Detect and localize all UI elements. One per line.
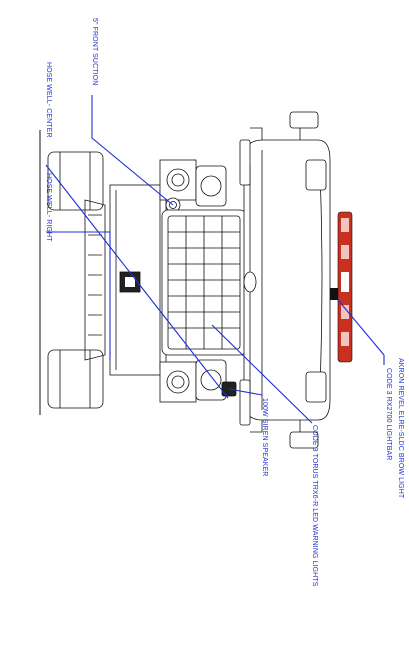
left-hub [159,159,197,201]
brow-light [330,288,338,300]
label-hose-well-right: HOSE WELL- RIGHT [45,173,52,242]
label-brow-light: AKRON REVEL ELRE-SLDC BROW LIGHT [397,358,404,499]
right-hub [159,361,197,403]
label-siren-speaker: 100W SIREN SPEAKER [261,398,268,477]
left-tires [47,151,104,409]
label-lightbar: CODE 3 RX2700 LIGHTBAR [385,368,392,461]
leader-lines [45,95,385,424]
grille [161,209,247,356]
cab-outline [243,139,331,421]
left-mirror [239,111,327,191]
label-front-suction: 5" FRONT SUCTION [91,18,98,86]
lightbar [337,211,353,363]
label-hose-well-center: HOSE WELL- CENTER [45,62,52,138]
label-torus-lights: CODE 3 TORUS TRX6-R LED WARNING LIGHTS [311,425,318,587]
